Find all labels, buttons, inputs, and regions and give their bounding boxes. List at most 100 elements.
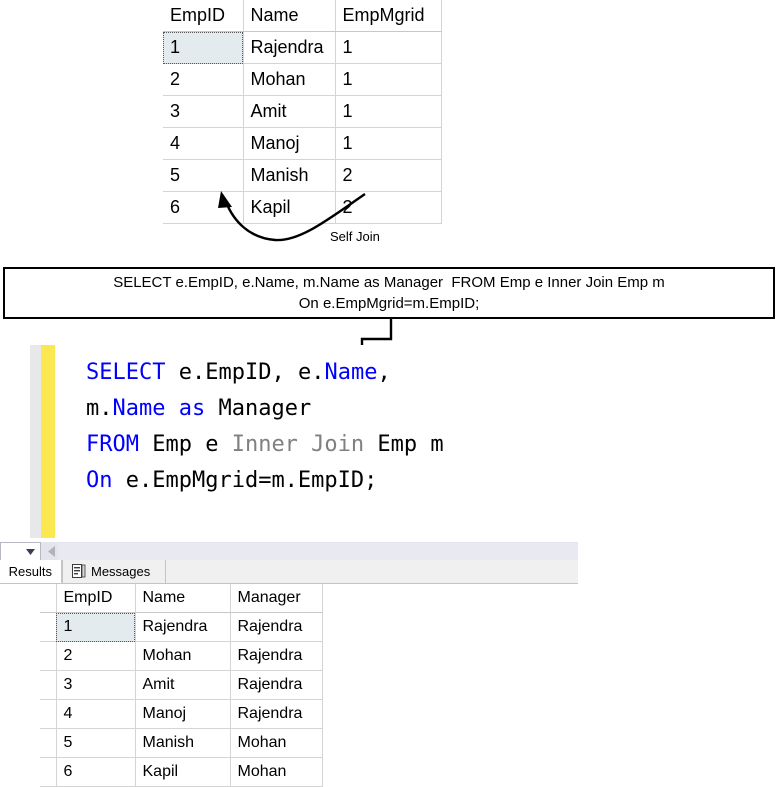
table-cell[interactable]: 4	[56, 699, 136, 729]
table-cell[interactable]	[40, 612, 57, 642]
table-cell[interactable]	[40, 728, 57, 758]
table-cell[interactable]: Kapil	[135, 757, 231, 787]
table-cell[interactable]	[40, 641, 57, 671]
code-token: FROM	[86, 432, 139, 457]
code-line[interactable]: On e.EmpMgrid=m.EmpID;	[86, 463, 444, 499]
table-cell[interactable]: 3	[163, 95, 244, 128]
code-token: Manager	[205, 396, 312, 421]
table-cell[interactable]	[40, 699, 57, 729]
tab-messages[interactable]: Messages	[62, 560, 166, 583]
sql-editor-pane[interactable]: SELECT e.EmpID, e.Name,m.Name as Manager…	[0, 345, 578, 550]
table-cell[interactable]: 5	[56, 728, 136, 758]
sql-code-text[interactable]: SELECT e.EmpID, e.Name,m.Name as Manager…	[86, 355, 444, 499]
table-cell[interactable]: Rajendra	[135, 612, 231, 642]
table-cell[interactable]: Mohan	[135, 641, 231, 671]
editor-dropdown[interactable]	[0, 542, 41, 561]
table-cell[interactable]: 4	[163, 127, 244, 160]
table-cell[interactable]: Rajendra	[243, 31, 336, 64]
table-cell[interactable]	[40, 757, 57, 787]
code-token: Name	[324, 360, 378, 385]
table-cell[interactable]: 1	[163, 31, 244, 64]
code-line[interactable]: FROM Emp e Inner Join Emp m	[86, 427, 444, 463]
code-line[interactable]: m.Name as Manager	[86, 391, 444, 427]
table-cell[interactable]: 1	[335, 95, 442, 128]
query-statement-box: SELECT e.EmpID, e.Name, m.Name as Manage…	[3, 267, 775, 319]
column-header-empid[interactable]: EmpID	[56, 584, 136, 613]
code-token: Emp m	[364, 432, 444, 457]
code-token: e.	[165, 360, 206, 385]
code-token: , e.	[271, 360, 325, 385]
table-cell[interactable]: Manish	[243, 159, 336, 192]
table-cell[interactable]	[40, 670, 57, 700]
table-cell[interactable]: Rajendra	[230, 641, 323, 671]
results-tabstrip[interactable]: Results Messages	[0, 560, 578, 584]
table-cell[interactable]: 5	[163, 159, 244, 192]
code-token: e.EmpMgrid=m.EmpID;	[112, 468, 378, 493]
table-cell[interactable]: 2	[163, 63, 244, 96]
column-header-empmgrid[interactable]: EmpMgrid	[335, 0, 442, 32]
column-header-empid[interactable]: EmpID	[163, 0, 244, 32]
query-line-2: On e.EmpMgrid=m.EmpID;	[298, 295, 480, 312]
column-header-manager[interactable]: Manager	[230, 584, 323, 613]
table-cell[interactable]: Amit	[135, 670, 231, 700]
scroll-left-arrow-icon[interactable]	[44, 544, 58, 559]
tab-results-label: Results	[8, 563, 52, 579]
table-cell[interactable]: 2	[56, 641, 136, 671]
code-token: Name	[112, 396, 166, 421]
query-line-1: SELECT e.EmpID, e.Name, m.Name as Manage…	[113, 273, 665, 291]
self-join-label: Self Join	[330, 229, 380, 244]
table-cell[interactable]: 2	[335, 191, 442, 224]
table-cell[interactable]: Rajendra	[230, 699, 323, 729]
table-cell[interactable]: Rajendra	[230, 612, 323, 642]
table-cell[interactable]: Amit	[243, 95, 336, 128]
self-join-arrow-icon	[218, 191, 366, 242]
table-cell[interactable]: Mohan	[230, 728, 323, 758]
code-token: m.	[86, 396, 113, 421]
table-cell[interactable]: 1	[56, 612, 136, 642]
code-token: SELECT	[86, 360, 166, 385]
table-cell[interactable]: Manish	[135, 728, 231, 758]
column-header-name[interactable]: Name	[135, 584, 231, 613]
chevron-down-icon	[26, 548, 35, 555]
tab-results[interactable]: Results	[0, 560, 62, 583]
column-header-name[interactable]: Name	[243, 0, 336, 32]
editor-horizontal-scrollbar[interactable]	[0, 541, 578, 561]
code-token: EmpID	[205, 360, 272, 385]
code-token: Inner Join	[231, 432, 365, 457]
table-cell[interactable]: 1	[335, 63, 442, 96]
scrollbar-track[interactable]	[58, 543, 578, 560]
table-cell[interactable]: 2	[335, 159, 442, 192]
editor-gutter	[30, 345, 41, 538]
table-cell[interactable]: 1	[335, 127, 442, 160]
table-cell[interactable]: 6	[56, 757, 136, 787]
table-cell[interactable]: Manoj	[135, 699, 231, 729]
table-cell[interactable]: Mohan	[230, 757, 323, 787]
table-cell[interactable]: Manoj	[243, 127, 336, 160]
row-header-corner[interactable]	[40, 584, 57, 613]
table-cell[interactable]: Mohan	[243, 63, 336, 96]
unsaved-changes-marker	[41, 345, 55, 538]
code-line[interactable]: SELECT e.EmpID, e.Name,	[86, 355, 444, 391]
code-token: as	[178, 396, 206, 421]
code-token: ,	[377, 360, 391, 385]
table-cell[interactable]: Rajendra	[230, 670, 323, 700]
messages-icon	[72, 564, 86, 579]
table-cell[interactable]: Kapil	[243, 191, 336, 224]
table-cell[interactable]: 3	[56, 670, 136, 700]
table-cell[interactable]: 1	[335, 31, 442, 64]
